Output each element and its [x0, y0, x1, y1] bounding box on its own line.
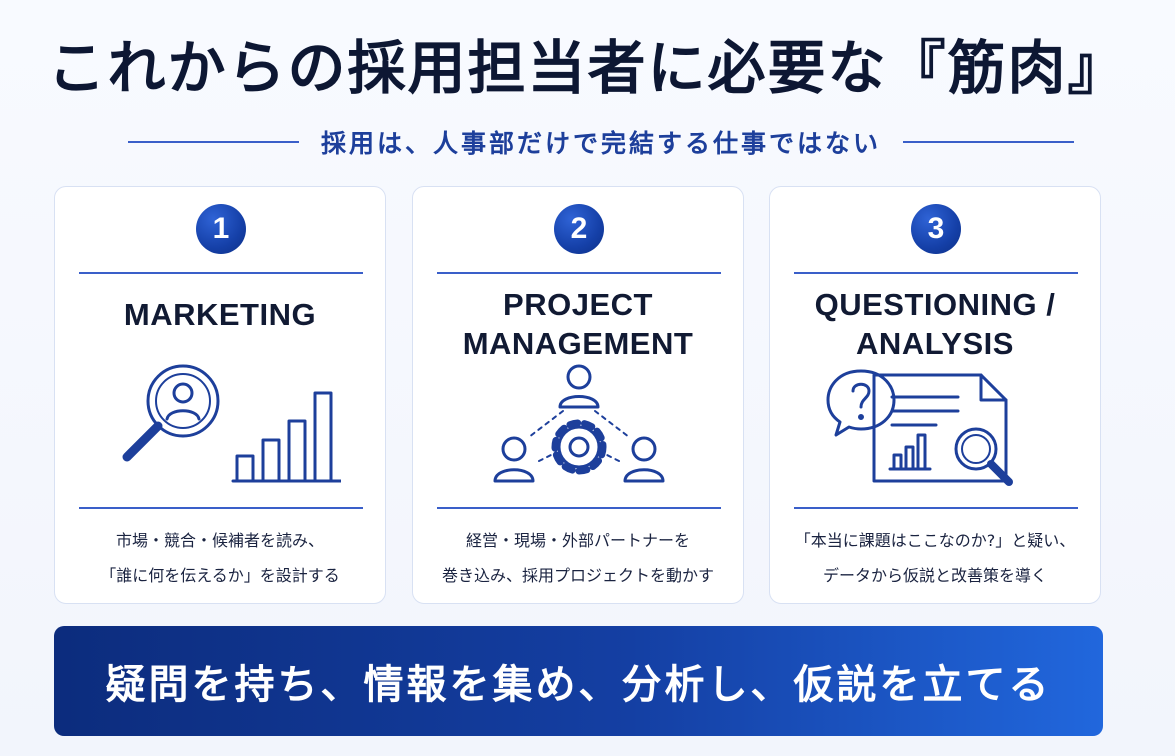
- number-badge: 2: [554, 204, 604, 254]
- banner-text: 疑問を持ち、情報を集め、分析し、仮説を立てる: [105, 662, 1052, 708]
- card-heading: MARKETING: [55, 295, 385, 335]
- card-heading: QUESTIONING / ANALYSIS: [770, 285, 1100, 363]
- card-divider: [79, 507, 363, 509]
- card-questioning-analysis: 3 QUESTIONING / ANALYSIS 「本当に課題はここなのか?」と…: [769, 186, 1101, 604]
- people-network-gear-icon: [493, 364, 665, 483]
- card-divider: [437, 507, 721, 509]
- card-heading-line: QUESTIONING /: [814, 287, 1056, 322]
- summary-banner: 疑問を持ち、情報を集め、分析し、仮説を立てる: [54, 626, 1103, 736]
- card-description-line: 「本当に課題はここなのか?」と疑い、: [794, 531, 1076, 550]
- subtitle: 採用は、人事部だけで完結する仕事ではない: [321, 129, 882, 158]
- subtitle-row: 採用は、人事部だけで完結する仕事ではない: [128, 122, 1075, 162]
- card-description-line: データから仮説と改善策を導く: [822, 566, 1047, 585]
- card-divider: [794, 272, 1078, 274]
- card-description: 経営・現場・外部パートナーを 巻き込み、採用プロジェクトを動かす: [413, 523, 743, 593]
- card-divider: [794, 507, 1078, 509]
- subtitle-left-rule: [128, 141, 299, 143]
- card-divider: [79, 272, 363, 274]
- magnifier-person-bar-chart-icon: [122, 364, 341, 483]
- question-document-analysis-icon: [826, 369, 1013, 486]
- card-heading-line: MANAGEMENT: [462, 326, 694, 361]
- page-title: これからの採用担当者に必要な『筋肉』: [47, 34, 1128, 102]
- card-description-line: 市場・競合・候補者を読み、: [115, 531, 324, 550]
- card-description-line: 「誰に何を伝えるか」を設計する: [100, 566, 340, 585]
- card-heading-line: ANALYSIS: [856, 326, 1014, 361]
- card-heading-line: MARKETING: [123, 297, 317, 332]
- card-heading-line: PROJECT: [503, 287, 653, 322]
- card-project-management: 2 PROJECT MANAGEMENT 経営・現場・外部パートナーを 巻き込み…: [412, 186, 744, 604]
- card-description-line: 巻き込み、採用プロジェクトを動かす: [441, 566, 714, 585]
- card-marketing: 1 MARKETING 市場・競合・候補者を読み、 「誰に何を伝えるか」を設計す…: [54, 186, 386, 604]
- card-heading: PROJECT MANAGEMENT: [413, 285, 743, 363]
- card-description: 「本当に課題はここなのか?」と疑い、 データから仮説と改善策を導く: [770, 523, 1100, 593]
- number-badge: 3: [911, 204, 961, 254]
- card-description: 市場・競合・候補者を読み、 「誰に何を伝えるか」を設計する: [55, 523, 385, 593]
- card-description-line: 経営・現場・外部パートナーを: [465, 531, 690, 550]
- number-badge: 1: [196, 204, 246, 254]
- subtitle-right-rule: [903, 141, 1075, 143]
- card-divider: [437, 272, 721, 274]
